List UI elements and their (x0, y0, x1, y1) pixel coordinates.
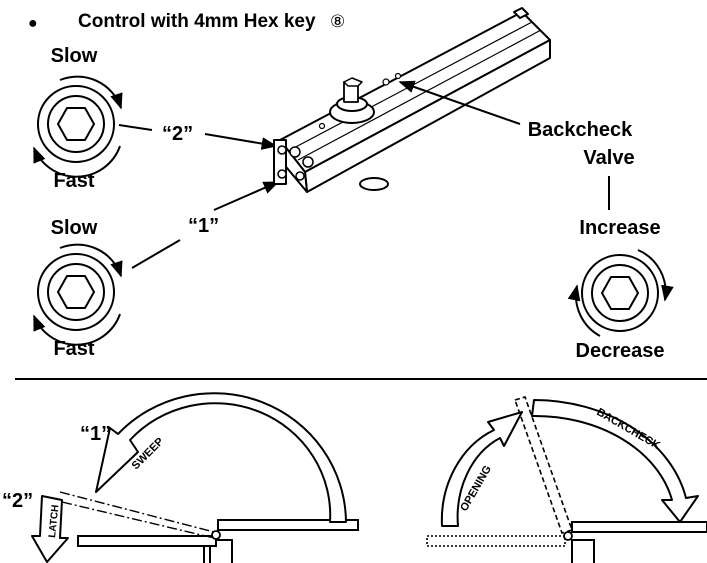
header-text: Control with 4mm Hex key (78, 11, 316, 32)
valve2-slow-label: Slow (51, 45, 98, 67)
zone1-label: “1” (80, 423, 111, 445)
clockwise-arrow-icon (59, 75, 123, 110)
zone2-label: “2” (2, 490, 33, 512)
hex-key-adjuster-icon (581, 254, 659, 332)
header-bullet: ● (28, 15, 38, 32)
clockwise-arrow-icon (59, 243, 123, 278)
counterclockwise-arrow-icon (33, 313, 121, 346)
valve1-slow-label: Slow (51, 217, 98, 239)
valve1-fast-label: Fast (53, 338, 94, 360)
opening-cycle-diagram: OPENING BACKCHECK (426, 396, 707, 563)
valve2-adjuster: Slow Fast “2” (33, 45, 278, 192)
valve2-fast-label: Fast (53, 170, 94, 192)
latch-text: LATCH (47, 504, 61, 538)
hex-key-adjuster-icon (37, 253, 115, 331)
backcheck-adjuster: Backcheck Valve Increase Decrease (398, 80, 674, 362)
latch-arrow-icon (31, 495, 69, 563)
backcheck-decrease-label: Decrease (576, 340, 665, 362)
backcheck-arrow-icon (531, 399, 699, 523)
closing-cycle-diagram: SWEEP LATCH “1” “2” (2, 392, 359, 563)
valve1-callout: “1” (188, 215, 219, 237)
backcheck-label-line1: Backcheck (528, 119, 633, 141)
counterclockwise-arrow-icon (567, 284, 601, 337)
sweep-arrow-icon (95, 392, 347, 523)
valve1-adjuster: Slow Fast “1” (33, 181, 280, 360)
backcheck-label-line2: Valve (583, 147, 634, 169)
hex-key-adjuster-icon (37, 85, 115, 163)
counterclockwise-arrow-icon (33, 145, 121, 178)
clockwise-arrow-icon (637, 249, 674, 302)
opening-arrow-icon (440, 411, 523, 527)
valve2-callout: “2” (162, 123, 193, 145)
header-circled-number: ⑧ (330, 12, 345, 31)
door-closer-body-icon (273, 7, 551, 193)
backcheck-increase-label: Increase (579, 217, 660, 239)
header: ● Control with 4mm Hex key ⑧ (28, 11, 345, 32)
